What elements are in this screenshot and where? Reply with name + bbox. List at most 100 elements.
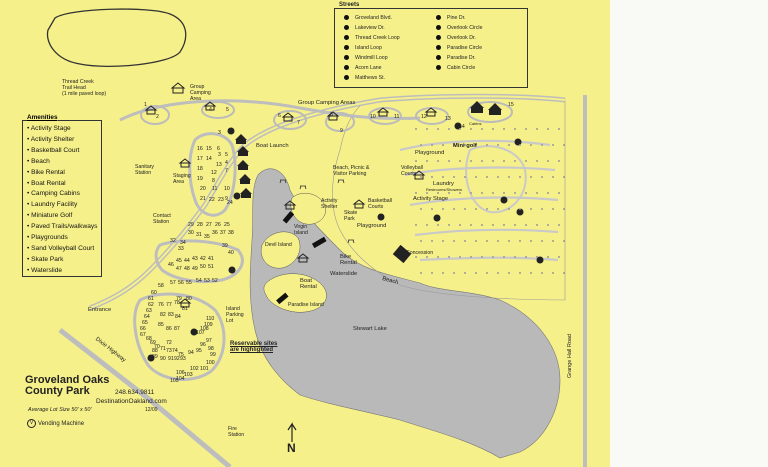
beach-picnic-label: Beach, Picnic & Visitor Parking xyxy=(333,165,370,177)
site-dot xyxy=(519,240,521,242)
campsite-number: 104 xyxy=(176,376,185,382)
site-dot xyxy=(437,128,439,130)
campsite-number: 93 xyxy=(180,356,186,362)
mini-golf-label: Mini golf xyxy=(453,143,477,149)
amenity-item: • Bike Rental xyxy=(27,168,65,176)
campsite-number: 15 xyxy=(206,146,212,152)
campsite-number: 58 xyxy=(158,283,164,289)
campsite-number: 10 xyxy=(370,114,376,120)
site-dot xyxy=(497,272,499,274)
site-dot xyxy=(448,128,450,130)
campsite-number: 83 xyxy=(168,312,174,318)
campsite-number: 99 xyxy=(210,352,216,358)
campsite-number: 94 xyxy=(188,350,194,356)
site-dot xyxy=(470,224,472,226)
road-loop-c xyxy=(154,239,244,284)
campsite-number: 102 xyxy=(190,366,199,372)
campsite-number: 42 xyxy=(200,256,206,262)
site-dot xyxy=(448,192,450,194)
fire-station-label: Fire Station xyxy=(228,426,245,438)
site-dot xyxy=(497,208,499,210)
campsite-number: 10 xyxy=(224,186,230,192)
campsite-number: 105 xyxy=(170,378,179,384)
site-dot xyxy=(530,240,532,242)
site-dot xyxy=(459,128,461,130)
site-dot xyxy=(453,272,455,274)
site-dot xyxy=(459,256,461,258)
site-dot xyxy=(558,160,560,162)
park-phone: 248.634.9811 xyxy=(115,389,155,396)
campsite-number: 40 xyxy=(228,250,234,256)
site-dot xyxy=(453,176,455,178)
campsite-number: 8 xyxy=(330,112,333,118)
campsite-number: 80 xyxy=(186,296,192,302)
site-dot xyxy=(525,192,527,194)
marker-circle xyxy=(227,127,235,135)
site-dot xyxy=(481,256,483,258)
park-name-line1: Groveland Oaks xyxy=(25,374,110,386)
shelter-icon xyxy=(144,82,438,308)
campsite-number: 52 xyxy=(212,278,218,284)
site-dot xyxy=(437,160,439,162)
campsite-number: 5 xyxy=(226,107,229,113)
campsite-number: 12 xyxy=(421,114,427,120)
cabin-icon xyxy=(235,101,502,198)
campsite-number: 11 xyxy=(394,114,400,120)
campsite-number: 74 xyxy=(172,348,178,354)
campsite-number: 100 xyxy=(206,360,215,366)
site-dot xyxy=(536,224,538,226)
site-dot xyxy=(448,256,450,258)
concession-building xyxy=(392,244,412,264)
campsite-number: 6 xyxy=(278,113,281,119)
campsite-number: 98 xyxy=(208,346,214,352)
group-site-oval-1 xyxy=(140,105,170,125)
campsite-number: 9 xyxy=(340,128,343,134)
site-dot xyxy=(547,256,549,258)
road-loop-d xyxy=(133,292,226,381)
campsite-number: 110 xyxy=(206,316,215,322)
laundry-label: Laundry xyxy=(433,181,454,187)
site-dot xyxy=(536,160,538,162)
site-dot xyxy=(486,272,488,274)
group-camping-areas-label: Group Camping Areas xyxy=(298,100,356,106)
site-dot xyxy=(420,144,422,146)
campsite-number: 86 xyxy=(166,326,172,332)
site-dot xyxy=(514,160,516,162)
site-dot xyxy=(541,176,543,178)
site-dot xyxy=(420,240,422,242)
campsite-number: 20 xyxy=(200,186,206,192)
amenity-item: • Miniature Golf xyxy=(27,212,73,220)
site-dot xyxy=(536,192,538,194)
staging-area-label: Staging Area xyxy=(173,173,191,185)
campsite-number: 41 xyxy=(208,256,214,262)
site-dot xyxy=(426,128,428,130)
campsite-number: 18 xyxy=(197,166,203,172)
campsite-number: 97 xyxy=(206,338,212,344)
site-dot xyxy=(453,144,455,146)
campsite-number: 60 xyxy=(151,290,157,296)
laundry-sub-label: Restrooms/Showers xyxy=(426,187,463,192)
campsite-number: 107 xyxy=(196,330,205,336)
campsite-number: 17 xyxy=(197,156,203,162)
amenity-item: • Basketball Court xyxy=(27,146,80,154)
site-dot xyxy=(470,192,472,194)
campsite-number: 3 xyxy=(218,130,221,136)
marker-circle xyxy=(433,214,441,222)
campsite-number: 4 xyxy=(209,107,212,113)
site-dot xyxy=(459,224,461,226)
site-dot xyxy=(519,272,521,274)
site-dot xyxy=(437,224,439,226)
campsite-number: 53 xyxy=(204,278,210,284)
marker-circle xyxy=(228,266,236,274)
campsite-number: 90 xyxy=(160,356,166,362)
bridge-2 xyxy=(276,292,289,305)
site-dot xyxy=(558,192,560,194)
site-dot xyxy=(541,144,543,146)
park-name-line2: County Park xyxy=(25,385,90,397)
site-dot xyxy=(541,272,543,274)
campsite-number: 73 xyxy=(166,348,172,354)
site-dot xyxy=(536,128,538,130)
amenity-item: • Camping Cabins xyxy=(27,190,80,198)
site-dot xyxy=(514,192,516,194)
amenity-item: • Beach xyxy=(27,157,50,165)
